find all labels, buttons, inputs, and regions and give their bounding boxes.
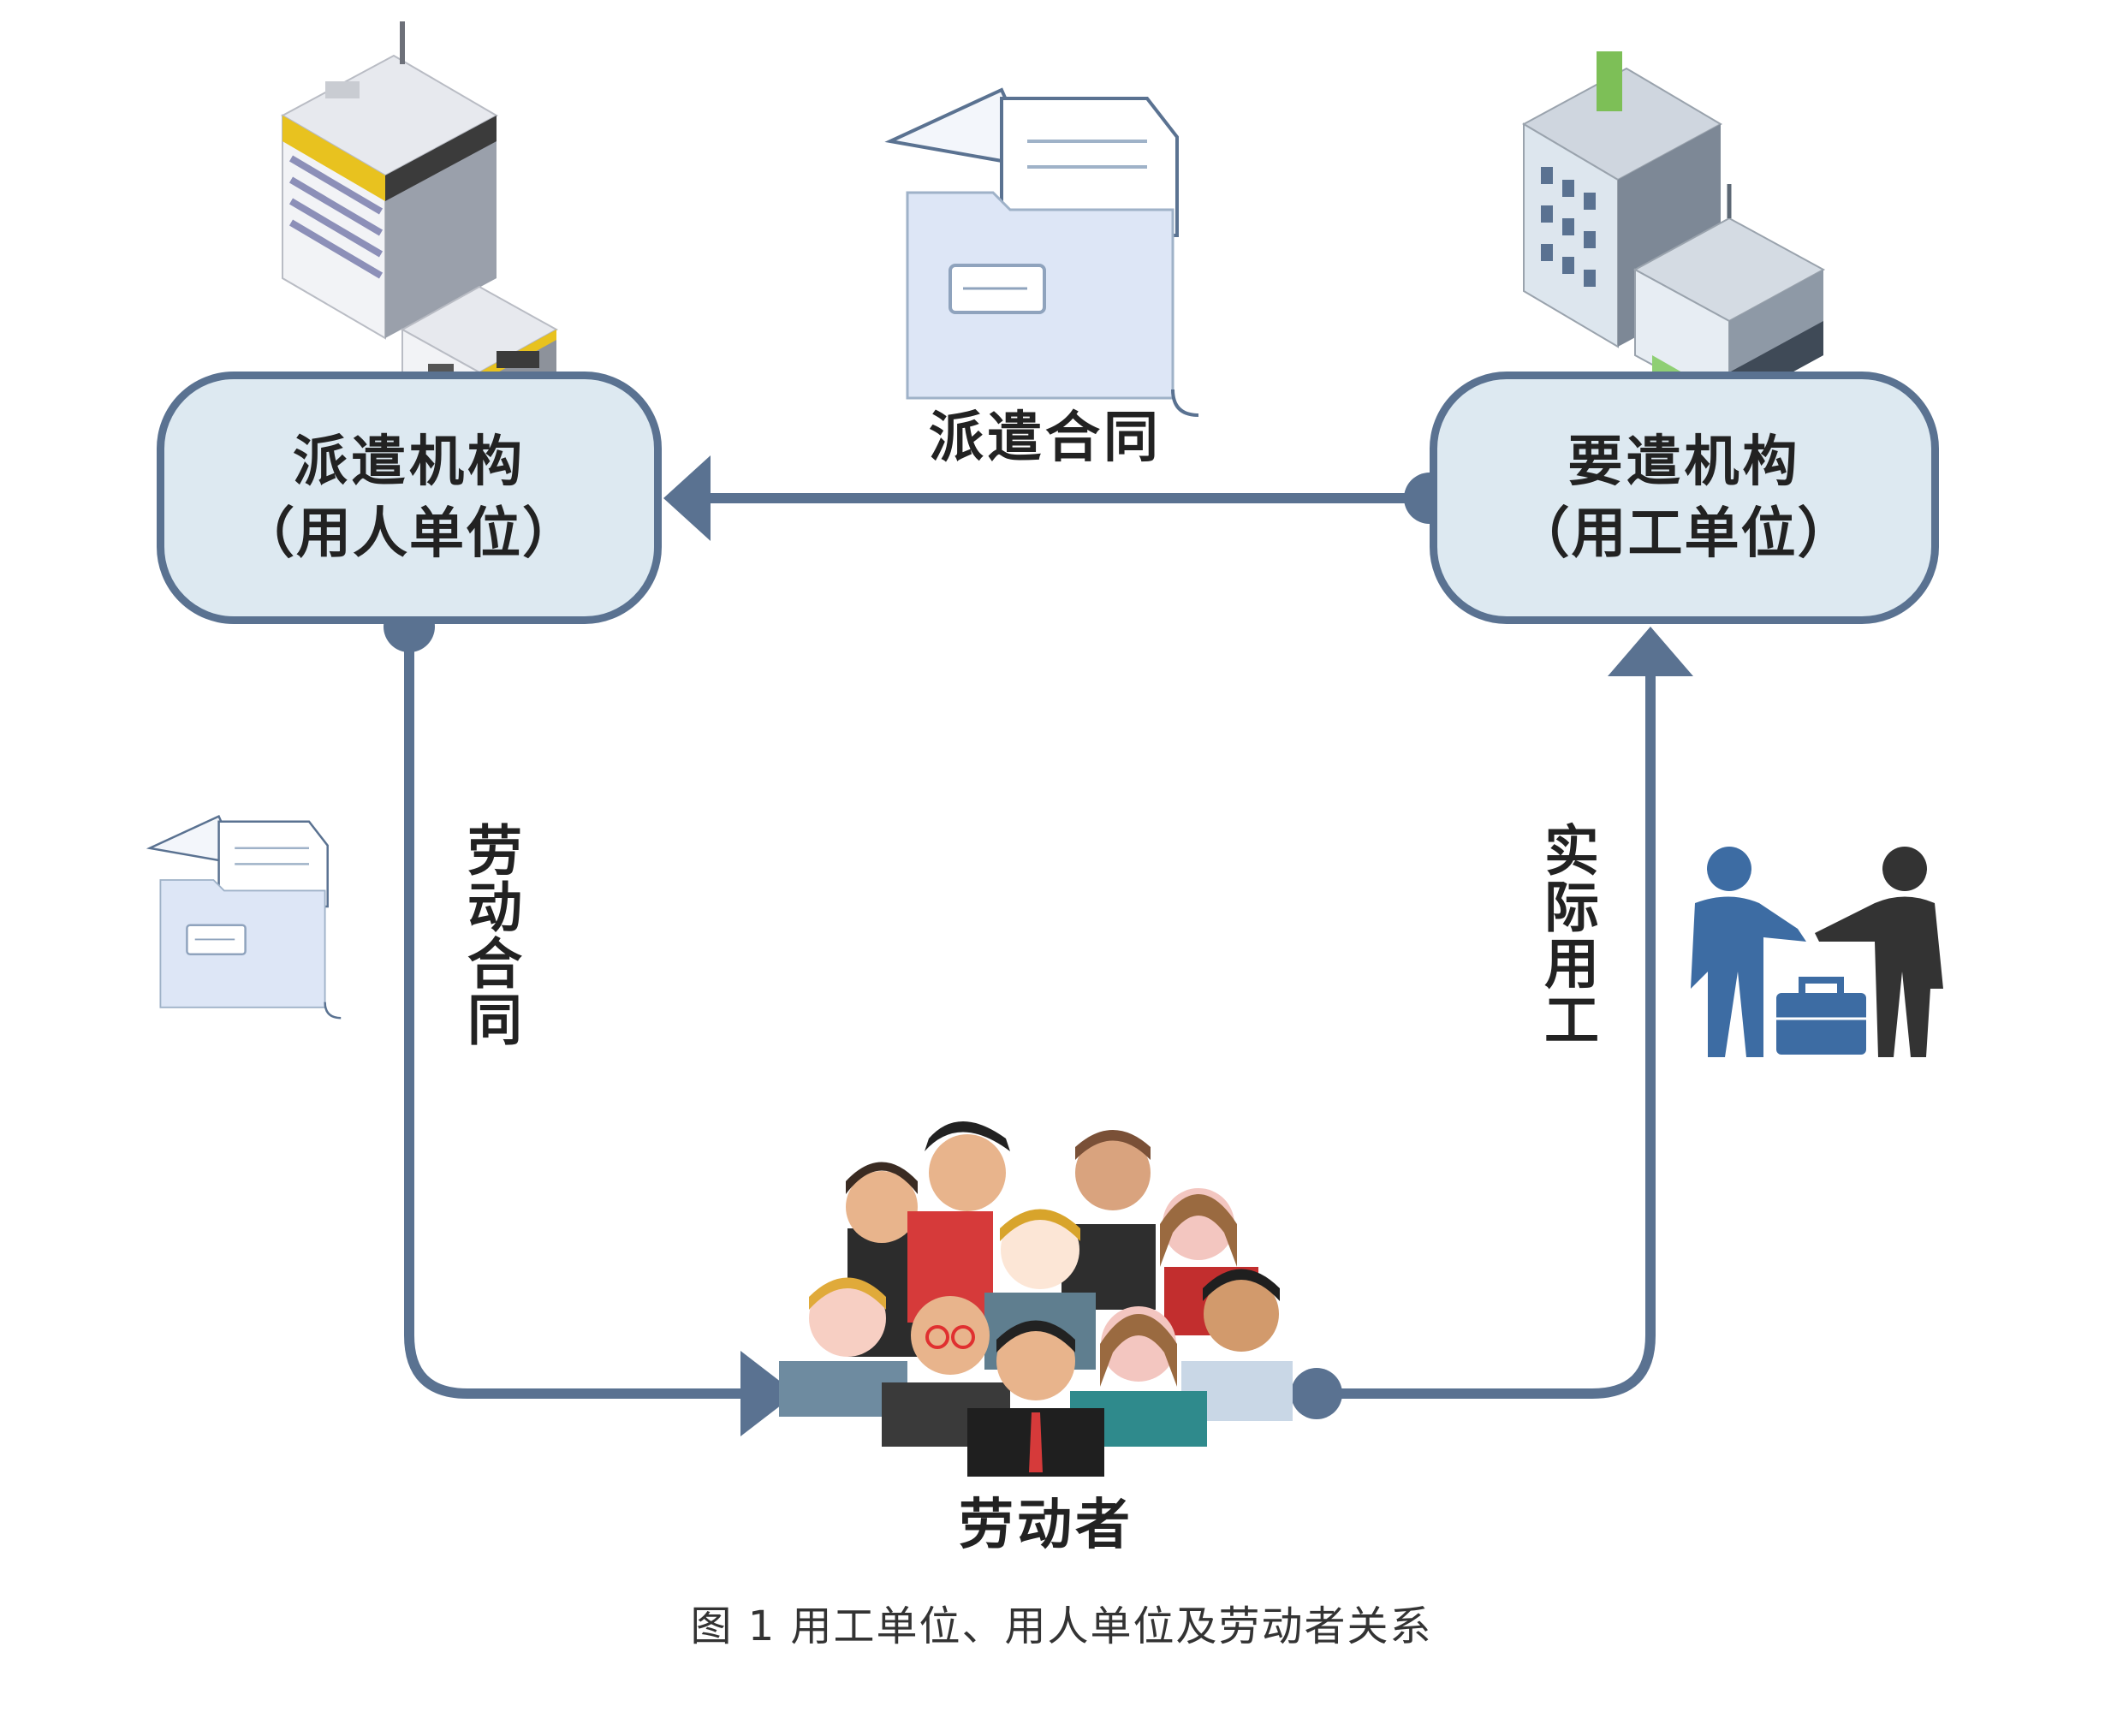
node-dispatch-title: 派遣机构: [293, 430, 526, 495]
label-labor-contract: 劳动合同: [458, 822, 522, 1048]
contract-folder-icon: [889, 88, 1200, 417]
node-dispatch-agency: 派遣机构 （用人单位）: [157, 372, 662, 624]
arrowhead-right-icon: [740, 1351, 796, 1436]
connector-dot-icon: [1291, 1368, 1342, 1419]
arrow-actual-employment: [1291, 627, 1693, 1419]
label-actual-employment: 实际用工: [1535, 822, 1599, 1048]
node-receiving-agency: 要遣机构 （用工单位）: [1430, 372, 1939, 624]
worker-group-icon: [779, 1121, 1293, 1477]
node-receiving-title: 要遣机构: [1567, 430, 1801, 495]
label-dispatch-contract: 派遣合同: [929, 406, 1162, 470]
handshake-icon: [1691, 847, 1943, 1057]
label-workers: 劳动者: [959, 1493, 1133, 1557]
arrowhead-up-icon: [1608, 627, 1693, 676]
figure-caption: 图 1 用工单位、用人单位及劳动者关系: [690, 1602, 1433, 1650]
node-dispatch-subtitle: （用人单位）: [240, 501, 579, 566]
arrowhead-left-icon: [663, 455, 711, 541]
arrow-labor-contract: [384, 601, 796, 1436]
contract-folder-icon: [148, 815, 342, 1020]
office-complex-icon: [1521, 51, 1826, 415]
node-receiving-subtitle: （用工单位）: [1514, 501, 1854, 566]
office-building-icon: [280, 21, 569, 441]
